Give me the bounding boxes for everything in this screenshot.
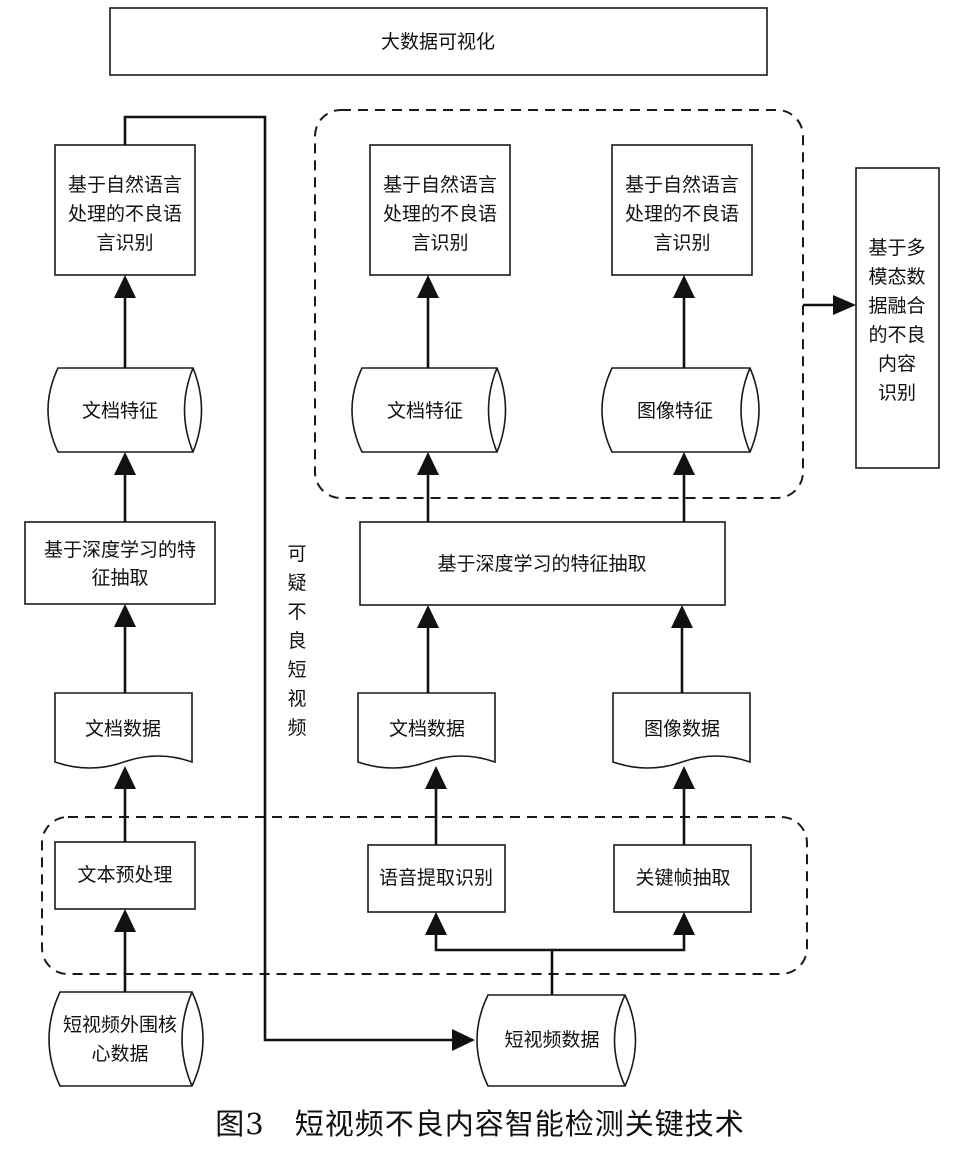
route-video-to-keyframe: [552, 935, 686, 952]
left-nlp-box: [54, 144, 196, 276]
left-doc-data-shape: [54, 692, 193, 769]
suspicious-char-5: 短: [287, 659, 306, 681]
arrowhead-speech: [425, 912, 447, 935]
keyframe-extraction-label: 关键帧抽取: [635, 867, 730, 889]
arrowhead-left-feature: [114, 452, 136, 475]
multimodal-fusion-box: [855, 167, 940, 469]
speech-extraction-box: [367, 844, 506, 913]
speech-extraction-label: 语音提取识别: [379, 867, 493, 889]
arrowhead-mid-nlp: [417, 275, 439, 298]
middle-nlp-line1: 基于自然语言: [383, 174, 497, 196]
left-dl-extraction-box: [24, 521, 216, 605]
arrowhead-left-docdata: [114, 766, 136, 789]
fusion-line1: 基于多: [868, 237, 925, 259]
route-video-to-speech: [434, 935, 554, 995]
left-nlp-line2: 处理的不良语: [68, 203, 182, 225]
suspicious-char-3: 不: [287, 601, 306, 623]
right-nlp-box: [611, 144, 753, 276]
figure-caption: 图3 短视频不良内容智能检测关键技术: [215, 1107, 744, 1141]
fusion-line4: 的不良: [868, 324, 925, 346]
suspicious-char-6: 视: [287, 688, 306, 710]
arrowhead-mid-dl: [417, 605, 439, 628]
left-doc-feature-cylinder-edge: [183, 367, 194, 453]
multimodal-feature-group: [314, 109, 804, 499]
suspicious-video-route: [123, 115, 452, 1042]
image-feature-cylinder-edge: [740, 367, 751, 453]
arrowhead-left-preprocess: [114, 909, 136, 932]
image-feature-label: 图像特征: [637, 400, 713, 422]
fusion-line5: 内容: [878, 353, 916, 375]
middle-nlp-box: [369, 144, 511, 276]
big-data-visualization-box: [109, 7, 768, 76]
right-nlp-line3: 言识别: [653, 232, 710, 254]
suspicious-char-7: 频: [287, 717, 306, 739]
middle-doc-feature-cylinder-edge: [487, 367, 498, 453]
left-nlp-line1: 基于自然语言: [68, 174, 182, 196]
image-data-shape: [612, 692, 751, 769]
left-dl-line2: 征抽取: [91, 567, 148, 589]
keyframe-extraction-box: [613, 844, 752, 913]
arrowhead-right-feature: [673, 452, 695, 475]
fusion-line3: 据融合: [868, 295, 925, 317]
left-dl-line1: 基于深度学习的特: [44, 539, 196, 561]
peripheral-data-line2: 心数据: [91, 1043, 148, 1065]
suspicious-char-1: 可: [287, 543, 306, 565]
middle-doc-feature-label: 文档特征: [387, 400, 463, 422]
middle-doc-data-shape: [357, 692, 496, 769]
left-doc-feature-label: 文档特征: [82, 400, 158, 422]
peripheral-data-cylinder-edge: [181, 991, 193, 1087]
arrowhead-right-dl: [671, 605, 693, 628]
shared-dl-extraction-box: [359, 521, 726, 606]
arrowhead-fusion: [833, 295, 856, 315]
fusion-line2: 模态数: [868, 266, 925, 288]
middle-nlp-line2: 处理的不良语: [383, 203, 497, 225]
left-text-preprocess-label: 文本预处理: [77, 864, 172, 886]
short-video-data-label: 短视频数据: [504, 1029, 599, 1051]
left-nlp-line3: 言识别: [96, 232, 153, 254]
left-doc-data-label: 文档数据: [85, 718, 161, 740]
shared-dl-extraction-label: 基于深度学习的特征抽取: [437, 553, 646, 575]
arrowhead-mid-feature: [417, 452, 439, 475]
arrowhead-right-nlp: [673, 275, 695, 298]
suspicious-char-4: 良: [287, 630, 306, 652]
preprocessing-group: [41, 816, 808, 975]
short-video-data-cylinder-edge: [613, 994, 626, 1087]
middle-nlp-line3: 言识别: [411, 232, 468, 254]
arrowhead-left-nlp: [114, 275, 136, 298]
middle-doc-data-label: 文档数据: [389, 718, 465, 740]
image-data-label: 图像数据: [644, 718, 720, 740]
peripheral-data-line1: 短视频外围核: [63, 1014, 177, 1036]
right-nlp-line2: 处理的不良语: [625, 203, 739, 225]
arrowhead-video-data: [452, 1029, 475, 1051]
arrowhead-left-dl: [114, 604, 136, 627]
arrowhead-right-imgdata: [673, 766, 695, 789]
fusion-line6: 识别: [878, 382, 916, 404]
big-data-visualization-label: 大数据可视化: [381, 31, 495, 53]
suspicious-video-label: 可 疑 不 良 短 视 频: [287, 543, 306, 739]
peripheral-data-cylinder: [48, 991, 204, 1087]
right-nlp-line1: 基于自然语言: [625, 174, 739, 196]
suspicious-char-2: 疑: [287, 572, 306, 594]
connectors: [114, 115, 856, 1051]
arrowhead-mid-docdata: [425, 766, 447, 789]
arrowhead-keyframe: [673, 912, 695, 935]
